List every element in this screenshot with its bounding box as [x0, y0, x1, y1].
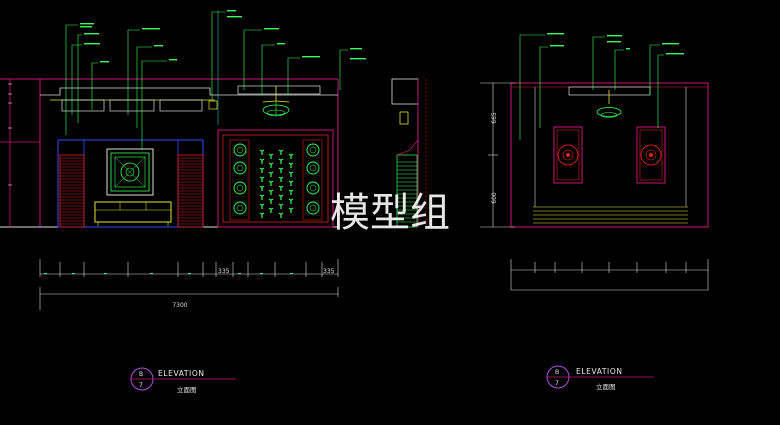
- right-room-outline: [510, 82, 709, 228]
- ceiling-panel-3: [159, 99, 203, 112]
- section-radiator: [396, 154, 418, 228]
- right-ceiling-recess: [568, 86, 651, 96]
- decor-art-medallion: [120, 162, 140, 182]
- partition-circle: [306, 181, 320, 195]
- section-marker-top-right: B: [555, 369, 559, 376]
- partition-circle: [306, 201, 320, 215]
- chandelier-left: [262, 86, 290, 117]
- dim-label-335-right: 335: [323, 268, 335, 275]
- left-elevation: 335 335 7300 B 7 ELEVATION 立面图: [0, 10, 366, 394]
- dimension-chain: [39, 259, 339, 310]
- partition-frame: [217, 129, 334, 228]
- elevation-title-left: ELEVATION: [158, 369, 205, 378]
- red-striped-panel-right: [177, 154, 204, 228]
- section-marker-bottom-right: 7: [555, 380, 559, 387]
- leader-lines-left: [65, 11, 348, 150]
- partition-circle: [233, 143, 247, 157]
- height-dimension: [480, 82, 515, 228]
- partition-circle: [306, 161, 320, 175]
- dim-label-total: 7300: [172, 302, 187, 309]
- decor-art-frame: [106, 148, 154, 196]
- left-wall-ticks: [8, 83, 12, 186]
- decor-panel-left: [553, 126, 583, 184]
- partition-circle: [233, 201, 247, 215]
- section-marker-top-left: B: [139, 371, 143, 378]
- section-lamp: [399, 111, 409, 125]
- ceiling-recess-right: [237, 85, 321, 95]
- red-striped-panel-left: [59, 154, 85, 228]
- section-beam: [391, 78, 419, 105]
- ceiling-panel-1: [61, 99, 105, 112]
- leader-text-marks-left: [80, 10, 366, 63]
- partition-circle: [233, 181, 247, 195]
- partition-circle: [306, 143, 320, 157]
- right-elevation: 665 600: [480, 33, 709, 391]
- chandelier-right: [596, 90, 622, 118]
- elevation-subtitle-left: 立面图: [177, 385, 197, 394]
- calligraphy-panel: [259, 149, 294, 218]
- ceiling-step: [40, 87, 338, 96]
- dim-height-upper: 665: [491, 112, 498, 124]
- elevation-title-right: ELEVATION: [576, 367, 623, 376]
- ceiling-spotlight: [208, 100, 218, 110]
- leader-text-marks-right: [547, 33, 684, 55]
- sofa: [94, 201, 172, 223]
- partition-circle: [233, 161, 247, 175]
- dim-height-lower: 600: [491, 192, 498, 204]
- elevation-subtitle-right: 立面图: [596, 382, 616, 391]
- partition-circle-ornaments: [233, 143, 320, 215]
- leader-lines-right: [519, 34, 664, 140]
- ceiling-panel-2: [109, 99, 155, 112]
- dim-label-335-left: 335: [218, 268, 230, 275]
- decor-panel-right: [636, 126, 666, 184]
- right-dimension-chain: [510, 259, 709, 291]
- watermark-text: 模型组: [330, 190, 450, 236]
- section-marker-bottom-left: 7: [139, 382, 143, 389]
- side-section: [391, 78, 427, 228]
- dimension-ticks: [44, 273, 293, 274]
